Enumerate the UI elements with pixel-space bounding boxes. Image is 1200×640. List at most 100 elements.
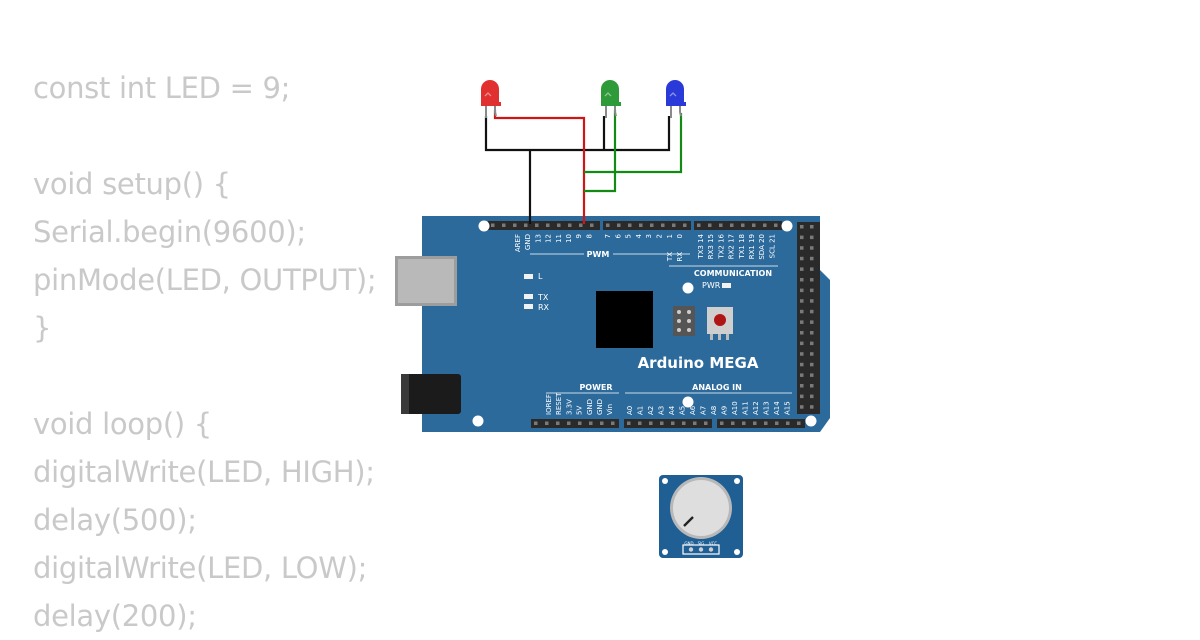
header-pin[interactable] bbox=[810, 288, 814, 293]
pot-pin[interactable] bbox=[688, 547, 694, 552]
header-pin[interactable] bbox=[606, 223, 610, 228]
header-pin[interactable] bbox=[800, 235, 804, 240]
header-pin[interactable] bbox=[513, 223, 517, 228]
header-pin[interactable] bbox=[810, 278, 814, 282]
header-pin[interactable] bbox=[797, 421, 801, 426]
header-pin[interactable] bbox=[810, 320, 814, 324]
header-pin[interactable] bbox=[720, 421, 724, 426]
header-pin[interactable] bbox=[719, 223, 723, 228]
header-pin[interactable] bbox=[800, 394, 804, 399]
header-pin[interactable] bbox=[672, 223, 676, 228]
header-pin[interactable] bbox=[752, 223, 756, 228]
header-pin[interactable] bbox=[704, 421, 708, 426]
header-pin[interactable] bbox=[800, 384, 804, 388]
header-pin[interactable] bbox=[810, 299, 814, 303]
header-pin[interactable] bbox=[568, 223, 572, 228]
pot-pin[interactable] bbox=[698, 547, 704, 552]
header-pin[interactable] bbox=[800, 331, 804, 335]
header-pin[interactable] bbox=[708, 223, 712, 228]
header-pin[interactable] bbox=[753, 421, 757, 426]
wires[interactable] bbox=[484, 110, 683, 224]
reset-button-cap[interactable] bbox=[714, 314, 726, 326]
header-pin[interactable] bbox=[524, 223, 528, 228]
header-pin[interactable] bbox=[628, 223, 632, 228]
header-pin[interactable] bbox=[567, 421, 571, 426]
header-pin[interactable] bbox=[810, 384, 814, 388]
header-pin[interactable] bbox=[535, 223, 539, 228]
green-wire-2[interactable] bbox=[584, 113, 683, 174]
header-pin[interactable] bbox=[579, 223, 583, 228]
header-pin[interactable] bbox=[764, 421, 768, 426]
header-pin[interactable] bbox=[800, 278, 804, 282]
header-pin[interactable] bbox=[800, 405, 804, 409]
header-pin[interactable] bbox=[800, 309, 804, 314]
header-pin[interactable] bbox=[578, 421, 582, 426]
header-pin[interactable] bbox=[650, 223, 654, 228]
header-pin[interactable] bbox=[556, 421, 560, 426]
header-pin[interactable] bbox=[502, 223, 506, 228]
header-pin[interactable] bbox=[557, 223, 561, 228]
header-pin[interactable] bbox=[800, 225, 804, 229]
header-pin[interactable] bbox=[800, 362, 804, 367]
header-pin[interactable] bbox=[697, 223, 701, 228]
blue-led[interactable] bbox=[666, 80, 686, 118]
header-pin[interactable] bbox=[810, 309, 814, 314]
header-pin[interactable] bbox=[639, 223, 643, 228]
header-pin[interactable] bbox=[810, 373, 814, 377]
header-pin[interactable] bbox=[545, 421, 549, 426]
header-pin[interactable] bbox=[638, 421, 642, 426]
red-led[interactable] bbox=[481, 80, 501, 118]
header-pin[interactable] bbox=[661, 223, 665, 228]
header-pin[interactable] bbox=[800, 267, 804, 271]
header-pin[interactable] bbox=[800, 288, 804, 293]
header-pin[interactable] bbox=[683, 223, 687, 228]
header-pin[interactable] bbox=[589, 421, 593, 426]
header-pin[interactable] bbox=[800, 352, 804, 356]
header-pin[interactable] bbox=[763, 223, 767, 228]
header-pin[interactable] bbox=[742, 421, 746, 426]
header-pin[interactable] bbox=[786, 421, 790, 426]
header-pin[interactable] bbox=[810, 362, 814, 367]
potentiometer[interactable]: GND SIG VCC bbox=[659, 475, 743, 558]
header-pin[interactable] bbox=[800, 320, 804, 324]
header-pin[interactable] bbox=[810, 352, 814, 356]
header-pin[interactable] bbox=[491, 223, 495, 228]
header-pin[interactable] bbox=[671, 421, 675, 426]
header-pin[interactable] bbox=[774, 223, 778, 228]
header-pin[interactable] bbox=[731, 421, 735, 426]
header-pin[interactable] bbox=[810, 246, 814, 250]
green-wire-1[interactable] bbox=[584, 110, 617, 193]
header-pin[interactable] bbox=[810, 235, 814, 240]
pot-knob[interactable] bbox=[673, 480, 729, 536]
header-pin[interactable] bbox=[682, 421, 686, 426]
header-pin[interactable] bbox=[627, 421, 631, 426]
header-pin[interactable] bbox=[730, 223, 734, 228]
header-pin[interactable] bbox=[810, 405, 814, 409]
header-pin[interactable] bbox=[649, 421, 653, 426]
header-pin[interactable] bbox=[800, 341, 804, 346]
header-pin[interactable] bbox=[693, 421, 697, 426]
green-led[interactable] bbox=[601, 80, 621, 118]
header-pin[interactable] bbox=[810, 394, 814, 399]
header-pin[interactable] bbox=[810, 331, 814, 335]
header-pin[interactable] bbox=[810, 225, 814, 229]
header-pin[interactable] bbox=[611, 421, 615, 426]
header-pin[interactable] bbox=[741, 223, 745, 228]
header-pin[interactable] bbox=[810, 256, 814, 261]
header-pin[interactable] bbox=[800, 256, 804, 261]
header-pin[interactable] bbox=[775, 421, 779, 426]
header-pin[interactable] bbox=[534, 421, 538, 426]
header-pin[interactable] bbox=[660, 421, 664, 426]
header-pin[interactable] bbox=[810, 267, 814, 271]
pot-pin[interactable] bbox=[708, 547, 714, 552]
header-pin[interactable] bbox=[810, 341, 814, 346]
header-pin[interactable] bbox=[617, 223, 621, 228]
header-pin[interactable] bbox=[800, 246, 804, 250]
ground-wire[interactable] bbox=[484, 116, 671, 224]
header-pin[interactable] bbox=[590, 223, 594, 228]
header-pin[interactable] bbox=[800, 299, 804, 303]
header-pin[interactable] bbox=[546, 223, 550, 228]
red-wire[interactable] bbox=[493, 110, 586, 224]
header-pin[interactable] bbox=[800, 373, 804, 377]
header-pin[interactable] bbox=[600, 421, 604, 426]
